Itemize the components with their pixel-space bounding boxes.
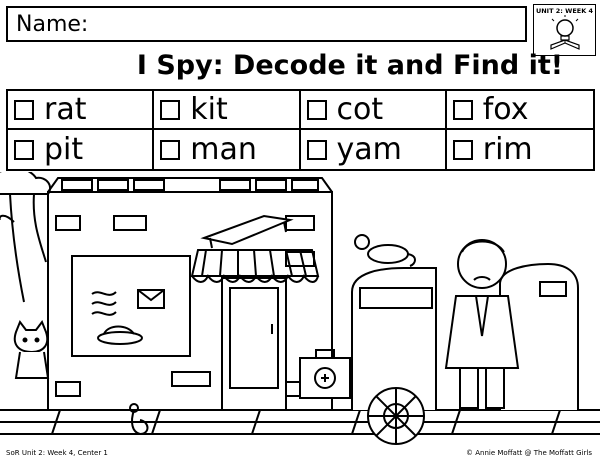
word-item-pit[interactable]: pit: [8, 130, 155, 169]
word-item-rat[interactable]: rat: [8, 91, 155, 130]
checkbox[interactable]: [306, 139, 327, 160]
checkbox[interactable]: [160, 139, 181, 160]
word-item-kit[interactable]: kit: [154, 91, 301, 130]
footer-right: © Annie Moffatt @ The Moffatt Girls: [466, 449, 592, 457]
lightbulb-book-icon: [549, 15, 580, 50]
checkbox[interactable]: [306, 99, 327, 120]
word-label: pit: [44, 131, 84, 167]
kit-illustration: [299, 349, 351, 399]
checkbox[interactable]: [452, 139, 473, 160]
word-grid: rat kit cot fox pit man yam rim: [6, 89, 595, 171]
name-field[interactable]: Name:: [6, 6, 527, 42]
word-label: kit: [190, 91, 228, 127]
cat-illustration: [13, 319, 50, 379]
checkbox[interactable]: [14, 99, 34, 120]
word-label: man: [190, 131, 257, 167]
checkbox[interactable]: [452, 99, 473, 120]
word-label: fox: [482, 91, 529, 127]
word-label: cot: [336, 91, 384, 127]
footer-left: SoR Unit 2: Week 4, Center 1: [6, 449, 108, 457]
word-item-rim[interactable]: rim: [447, 130, 593, 169]
yam-illustration: [129, 403, 149, 436]
worksheet-title: I Spy: Decode it and Find it!: [136, 50, 564, 81]
unit-badge-text: UNIT 2: WEEK 4: [535, 7, 594, 15]
rat-illustration: [354, 234, 416, 267]
store-illustration: [47, 177, 333, 411]
word-item-yam[interactable]: yam: [301, 130, 447, 169]
word-label: rat: [44, 91, 87, 127]
word-item-fox[interactable]: fox: [446, 91, 593, 130]
word-label: yam: [336, 131, 402, 167]
name-label: Name:: [16, 12, 89, 37]
word-item-cot[interactable]: cot: [300, 91, 447, 130]
rim-illustration: [367, 387, 425, 445]
unit-badge: UNIT 2: WEEK 4: [533, 4, 596, 56]
word-label: rim: [482, 131, 533, 167]
scene-illustration: [0, 172, 600, 445]
cot-illustration: [200, 214, 294, 249]
man-illustration: [444, 239, 520, 409]
checkbox[interactable]: [14, 139, 34, 160]
checkbox[interactable]: [160, 99, 181, 120]
word-item-man[interactable]: man: [154, 130, 301, 169]
tree-illustration: [0, 172, 52, 303]
